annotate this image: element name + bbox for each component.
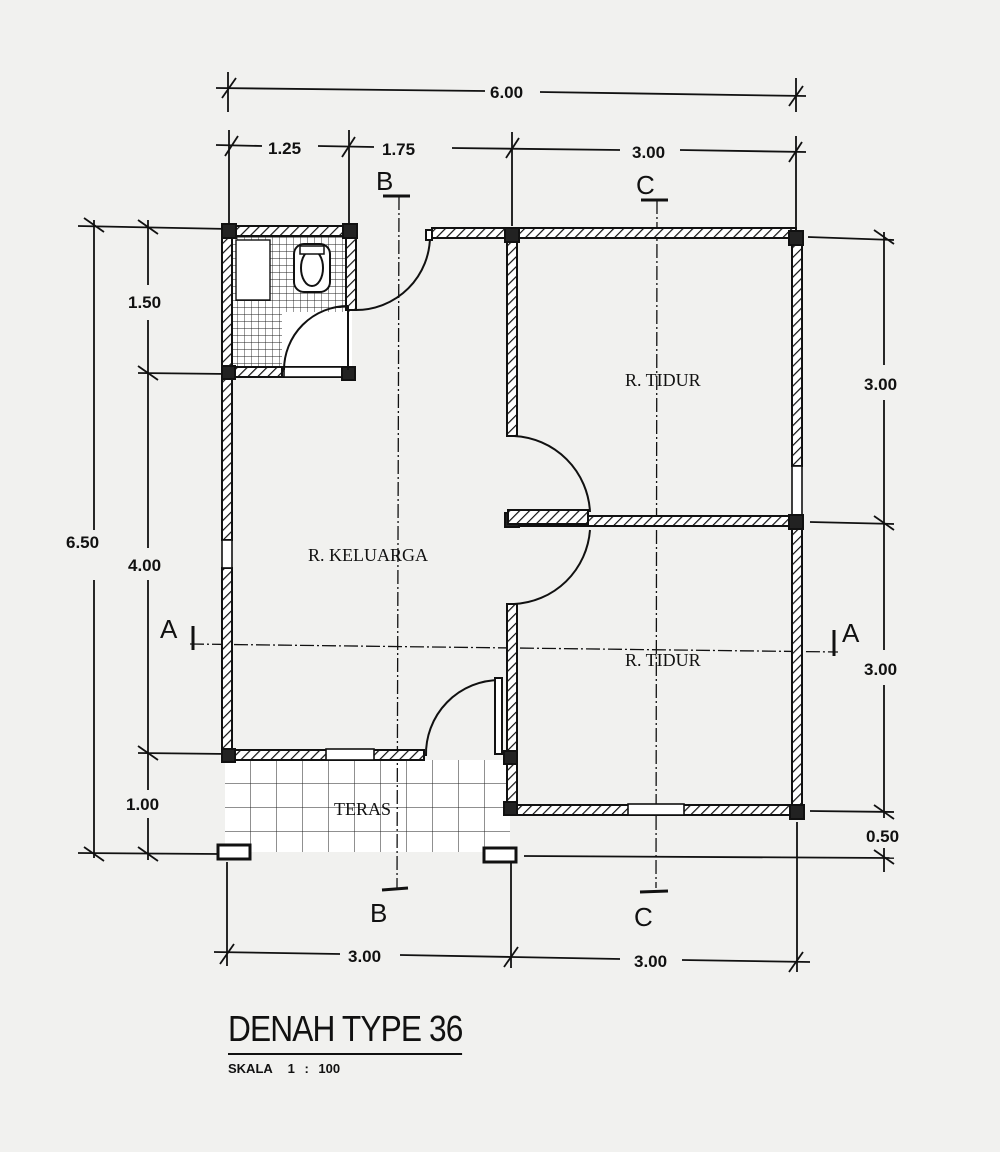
windows (221, 366, 803, 816)
section-markers (191, 194, 836, 894)
toilet-icon (293, 243, 331, 293)
plan-title: DENAH TYPE 36 (228, 1008, 463, 1055)
dim-right-2: 3.00 (864, 660, 897, 679)
floor-plan: 6.00 1.25 1.75 3.00 3.00 3.00 6.50 1.50 … (66, 72, 899, 973)
section-mark-b-top: B (376, 166, 393, 196)
bathroom-door-clearing (282, 312, 352, 374)
dim-left-1: 1.50 (128, 293, 161, 312)
section-mark-b-bottom: B (370, 898, 387, 928)
dim-bottom-1: 3.00 (348, 947, 381, 966)
section-mark-c-top: C (636, 170, 655, 200)
scale-label: SKALA (228, 1061, 273, 1076)
dim-top-1: 1.25 (268, 139, 301, 158)
wall-top-bath (223, 225, 353, 237)
room-label-bedroom-2: R. TIDUR (625, 650, 701, 670)
wall-right-upper (791, 233, 803, 467)
scale-row: SKALA 1 : 100 (228, 1061, 494, 1076)
dim-top-3: 3.00 (632, 143, 665, 162)
wall-bath-right (345, 229, 357, 311)
dim-left-3: 1.00 (126, 795, 159, 814)
terrace-tile-floor (225, 760, 510, 852)
dim-right-1: 3.00 (864, 375, 897, 394)
wall-center-upper (506, 231, 518, 437)
title-block: DENAH TYPE 36 SKALA 1 : 100 (228, 1008, 494, 1076)
section-lines (189, 195, 839, 889)
dim-right-3: 0.50 (866, 827, 899, 846)
section-mark-a-right: A (842, 618, 860, 648)
dim-left-2: 4.00 (128, 556, 161, 575)
doors (283, 229, 591, 757)
wall-top-bedroom (431, 227, 797, 239)
room-label-terrace: TERAS (334, 799, 391, 819)
shower-area (235, 239, 271, 301)
section-mark-c-bottom: C (634, 902, 653, 932)
room-label-bedroom-1: R. TIDUR (625, 370, 701, 390)
room-label-family: R. KELUARGA (308, 545, 428, 565)
wall-family-bottom (223, 749, 425, 761)
dim-bottom-2: 3.00 (634, 952, 667, 971)
wall-left-upper (221, 229, 233, 541)
wall-right-lower (791, 515, 803, 815)
dim-top-total: 6.00 (490, 83, 523, 102)
wall-left-lower (221, 567, 233, 757)
section-mark-a-left: A (160, 614, 178, 644)
columns (216, 223, 805, 864)
dim-left-total: 6.50 (66, 533, 99, 552)
scale-value: 1 : 100 (287, 1061, 341, 1076)
wall-center-lower (506, 603, 518, 811)
dimension-lines (77, 72, 895, 973)
dim-top-2: 1.75 (382, 140, 415, 159)
